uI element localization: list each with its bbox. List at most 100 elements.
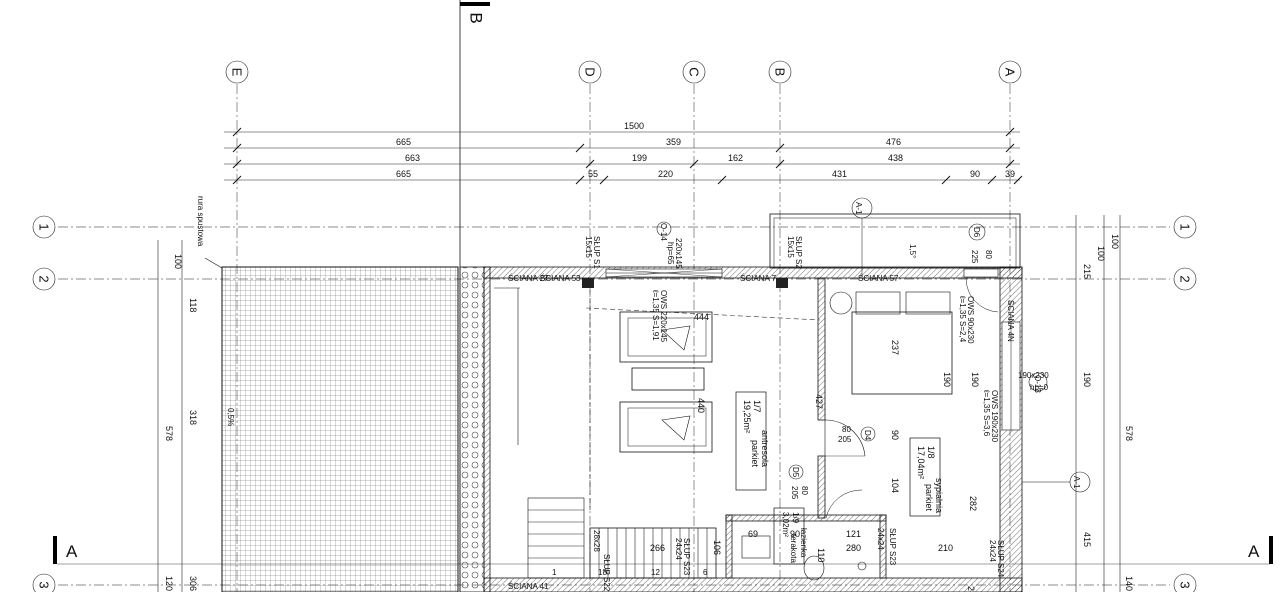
svg-text:SŁUP S2: SŁUP S2 [794,236,803,269]
svg-text:427: 427 [814,394,824,409]
dim-476: 476 [886,137,901,147]
svg-text:190x230: 190x230 [1018,371,1049,380]
column-s1 [582,278,594,288]
svg-text:hp=0: hp=0 [1030,383,1049,392]
dim-665-a: 665 [396,137,411,147]
column-s2 [776,278,788,288]
svg-text:B: B [773,68,788,77]
svg-text:282: 282 [968,496,978,511]
svg-text:SŁUP S23: SŁUP S23 [682,538,691,576]
svg-text:SŁUP S1: SŁUP S1 [592,236,601,269]
svg-text:205: 205 [838,435,852,444]
svg-text:237: 237 [890,340,900,355]
svg-text:A-1: A-1 [854,202,863,215]
svg-text:SŁUP S24: SŁUP S24 [996,540,1005,578]
svg-text:190: 190 [1082,372,1092,387]
insulation-strip [459,266,485,592]
svg-text:2: 2 [37,275,52,282]
grid-bubble-1-left: 1 [32,215,56,239]
svg-text:121: 121 [846,529,861,539]
svg-text:1: 1 [37,223,52,230]
door-swing-d4 [824,419,866,457]
svg-text:415: 415 [1082,532,1092,547]
furniture: 18 12 6 1 [527,291,953,581]
svg-text:D4: D4 [863,430,872,441]
svg-text:104: 104 [890,478,900,493]
grid-bubble-3-right: 3 [1173,573,1197,592]
svg-text:3: 3 [1178,581,1193,588]
svg-text:6: 6 [703,568,708,577]
grid-bubble-b: B [768,60,792,84]
cushion-top [661,325,691,351]
svg-text:1/8: 1/8 [926,446,936,459]
armchair-bottom [619,401,713,453]
svg-text:ℓ=1,35 S=3,6: ℓ=1,35 S=3,6 [982,389,991,437]
dim-359: 359 [666,137,681,147]
svg-text:106: 106 [712,540,722,555]
armchair-top [619,311,713,363]
room-label-antresola: 1/7 19,25m² antresola parkiet [735,391,770,491]
svg-text:444: 444 [694,312,709,322]
svg-text:łazienka: łazienka [799,528,808,558]
dim-39: 39 [1005,169,1015,179]
room-label-lazienka: 1/9 3,02m² łazienka terakota [773,507,808,565]
section-mark-a-right: A [1248,536,1273,564]
svg-text:ŚCIANA 4N: ŚCIANA 4N [1006,300,1015,342]
lamp [829,291,853,315]
svg-text:1/7: 1/7 [752,400,762,413]
annotations: SŁUP S1 15x15 O-14 220x145 hp=65 OWS 220… [508,197,1091,592]
drain [857,561,867,571]
dim-90: 90 [970,169,980,179]
svg-text:D6: D6 [972,227,981,238]
grid-bubble-e: E [225,60,249,84]
svg-text:ŚCIANA 53: ŚCIANA 53 [540,274,581,283]
dim-199: 199 [632,153,647,163]
bed [851,311,953,395]
dim-438: 438 [888,153,903,163]
interior-dimensions: 444 440 237 427 190 90 104 282 266 106 6… [650,312,978,592]
grid-bubble-2-left: 2 [32,267,56,291]
exterior-walls [483,213,1023,592]
toilet [803,555,825,581]
svg-text:24x24: 24x24 [988,540,997,562]
svg-text:19,25m²: 19,25m² [742,400,752,433]
svg-text:O-14: O-14 [659,223,668,241]
grid-bubble-3-left: 3 [32,573,56,592]
svg-text:12: 12 [651,568,660,577]
svg-text:ℓ=1,35 S=2,4: ℓ=1,35 S=2,4 [958,295,967,343]
svg-text:28x28: 28x28 [592,530,601,552]
drain-pipe-label: rura spustowa [196,196,205,247]
svg-text:ℓ=1,35 S=1,91: ℓ=1,35 S=1,91 [651,289,660,341]
svg-text:100: 100 [1110,234,1120,249]
svg-text:190: 190 [970,372,980,387]
coffee-table [631,367,705,391]
dimension-chains-left: 100 118 318 578 120 306 [157,240,198,592]
dimension-chains-right: 215 100 100 578 190 190 415 140 [970,215,1134,592]
dim-162: 162 [728,153,743,163]
svg-text:140: 140 [1124,576,1134,591]
svg-text:hp=65: hp=65 [666,242,675,265]
door-swing-d5 [825,489,863,519]
svg-text:266: 266 [650,543,665,553]
svg-text:1/9: 1/9 [791,512,800,524]
svg-text:15x15: 15x15 [786,236,795,258]
svg-text:110: 110 [816,548,826,562]
svg-text:306: 306 [188,576,198,591]
svg-text:205: 205 [790,486,799,500]
grid-bubble-a: A [998,60,1022,84]
svg-text:C: C [687,67,702,76]
svg-text:210: 210 [938,543,953,553]
grid-bubble-1-right: 1 [1173,215,1197,239]
svg-text:parkiet: parkiet [924,484,934,512]
svg-text:A-1: A-1 [1072,476,1081,489]
dim-55: 55 [588,169,598,179]
svg-text:280: 280 [846,543,861,553]
svg-text:225: 225 [970,250,979,264]
svg-text:90: 90 [790,529,800,539]
svg-text:318: 318 [188,410,198,425]
svg-text:118: 118 [188,298,198,312]
svg-text:17,04m²: 17,04m² [916,446,926,479]
svg-text:578: 578 [164,426,174,441]
roof-slope-label: 0,5% [226,408,235,426]
